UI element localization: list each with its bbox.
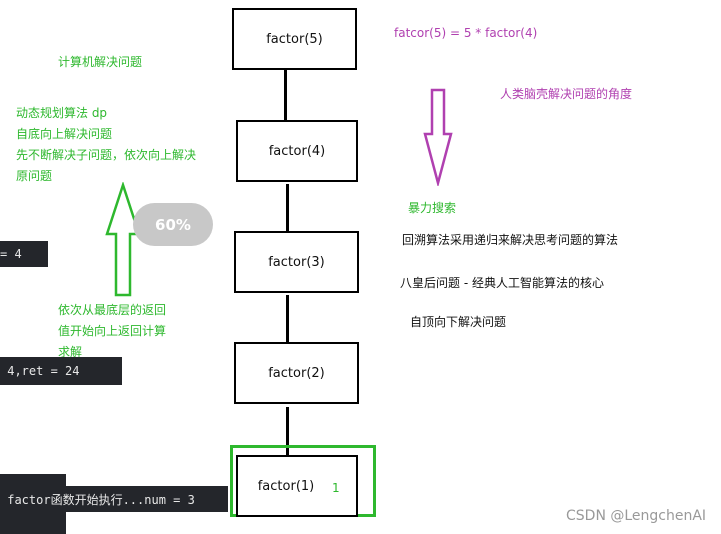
connector-line [286, 407, 289, 455]
factor4-box: factor(4) [236, 120, 358, 182]
factor1-label: factor(1) [257, 478, 315, 494]
connector-line [286, 295, 289, 342]
return-note: 依次从最底层的返回 值开始向上返回计算 求解 [58, 300, 166, 363]
factor5-label: factor(5) [266, 31, 323, 47]
factor3-box: factor(3) [234, 231, 359, 293]
dp-line: 动态规划算法 dp [16, 106, 108, 120]
dp-line: 原问题 [16, 169, 53, 183]
human-note: 人类脑壳解决问题的角度 [500, 87, 633, 101]
terminal-text: factor函数开始执行...num = 3 [0, 492, 195, 507]
formula-note: fatcor(5) = 5 * factor(4) [394, 26, 538, 40]
progress-value: 60% [155, 215, 191, 234]
terminal-text: = 4 [0, 247, 22, 261]
down-arrow-icon [423, 88, 453, 186]
dp-line: 自底向上解决问题 [16, 127, 113, 141]
factor2-label: factor(2) [268, 365, 325, 381]
queens-note: 八皇后问题 - 经典人工智能算法的核心 [400, 276, 604, 290]
watermark: CSDN @LengchenAI [566, 508, 707, 524]
return-line: 求解 [58, 345, 83, 359]
terminal-output-line: factor函数开始执行...num = 3 [0, 486, 228, 512]
factor1-box: factor(1) [236, 455, 358, 517]
dp-line: 先不断解决子问题，依次向上解决 [16, 148, 197, 162]
topdown-note: 自顶向下解决问题 [410, 315, 507, 329]
factor5-box: factor(5) [232, 8, 357, 70]
connector-line [284, 70, 287, 120]
terminal-output-line: 4,ret = 24 [0, 357, 122, 385]
factor4-label: factor(4) [268, 143, 326, 159]
connector-line [286, 184, 289, 231]
up-arrow-icon [105, 182, 141, 297]
factor3-label: factor(3) [268, 254, 325, 270]
return-line: 依次从最底层的返回 [58, 303, 167, 317]
dp-note: 动态规划算法 dp 自底向上解决问题 先不断解决子问题，依次向上解决 原问题 [16, 103, 196, 187]
terminal-text: 4,ret = 24 [0, 364, 80, 378]
backtrack-note: 回溯算法采用递归来解决思考问题的算法 [402, 233, 619, 247]
base-case-value: 1 [332, 481, 340, 495]
computer-note: 计算机解决问题 [58, 55, 143, 69]
terminal-output-line: = 4 [0, 241, 48, 267]
factor2-box: factor(2) [234, 342, 359, 404]
brute-force-note: 暴力搜索 [408, 201, 457, 215]
progress-badge: 60% [133, 203, 213, 246]
return-line: 值开始向上返回计算 [58, 324, 167, 338]
